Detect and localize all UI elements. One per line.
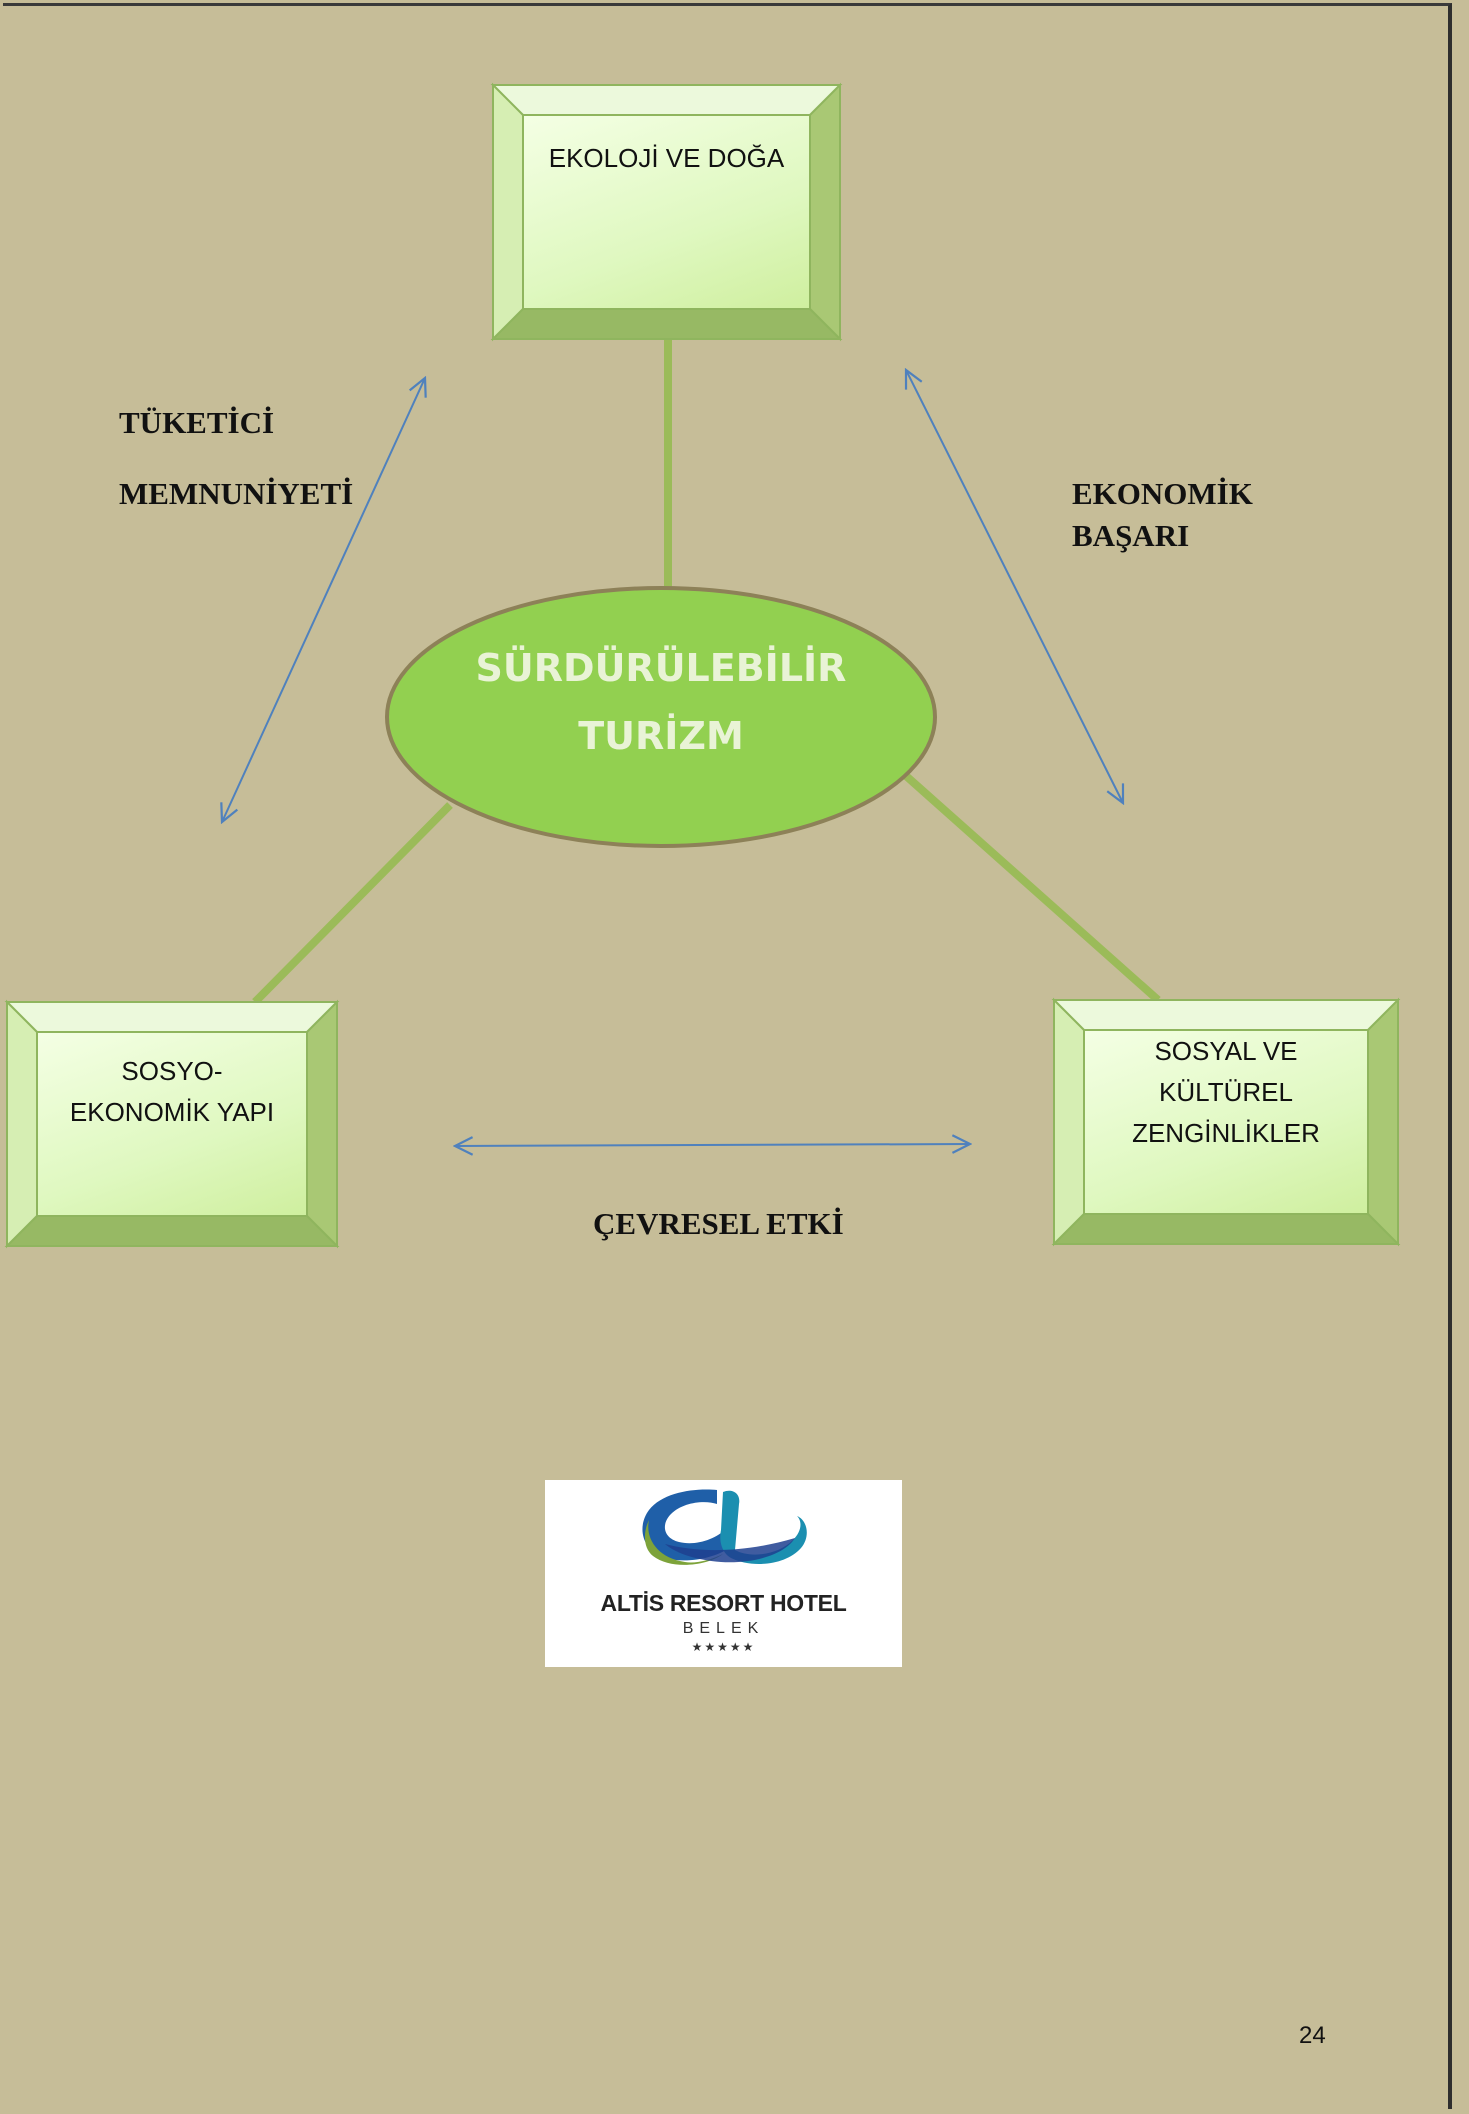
hotel-logo: ALTİS RESORT HOTEL BELEK ★★★★★ <box>545 1480 902 1667</box>
connector-left <box>252 802 453 1005</box>
box-socio-economic: SOSYO-EKONOMİK YAPI <box>7 1002 337 1246</box>
label-consumer-line2: MEMNUNİYETİ <box>119 476 354 511</box>
hotel-logo-name: ALTİS RESORT HOTEL <box>600 1590 847 1616</box>
connector-right <box>902 772 1161 1003</box>
hotel-logo-mark <box>642 1489 807 1565</box>
arrow-environmental-impact <box>455 1144 970 1146</box>
page-number: 24 <box>1299 2022 1326 2049</box>
box-right-bevel <box>1051 997 1401 1247</box>
label-environmental-impact: ÇEVRESEL ETKİ <box>593 1206 844 1241</box>
center-ellipse <box>385 586 937 848</box>
box-social-cultural: SOSYAL VE KÜLTÜREL ZENGİNLİKLER <box>1054 1000 1398 1244</box>
label-economic-line1: EKONOMİK <box>1072 476 1253 511</box>
box-socio-economic-label: SOSYO-EKONOMİK YAPI <box>69 1056 275 1127</box>
box-ecology-nature-label: EKOLOJİ VE DOĞA <box>548 143 785 173</box>
hotel-logo-location: BELEK <box>682 1620 765 1637</box>
box-ecology-nature: EKOLOJİ VE DOĞA <box>493 85 840 339</box>
center-title-line2: TURİZM <box>578 714 744 758</box>
arrow-consumer-satisfaction <box>222 378 425 822</box>
page-border <box>3 3 1452 2109</box>
center-title: SÜRDÜRÜLEBİLİR TURİZM <box>400 634 922 770</box>
box-social-cultural-label: SOSYAL VE KÜLTÜREL ZENGİNLİKLER <box>1132 1036 1320 1148</box>
arrow-economic-success <box>906 370 1123 803</box>
hotel-logo-stars: ★★★★★ <box>691 1640 756 1654</box>
box-left-bevel <box>4 999 340 1249</box>
label-consumer-line1: TÜKETİCİ <box>119 405 275 440</box>
box-top-bevel <box>490 82 843 342</box>
label-economic-line2: BAŞARI <box>1072 518 1190 553</box>
center-title-line1: SÜRDÜRÜLEBİLİR <box>475 646 847 690</box>
